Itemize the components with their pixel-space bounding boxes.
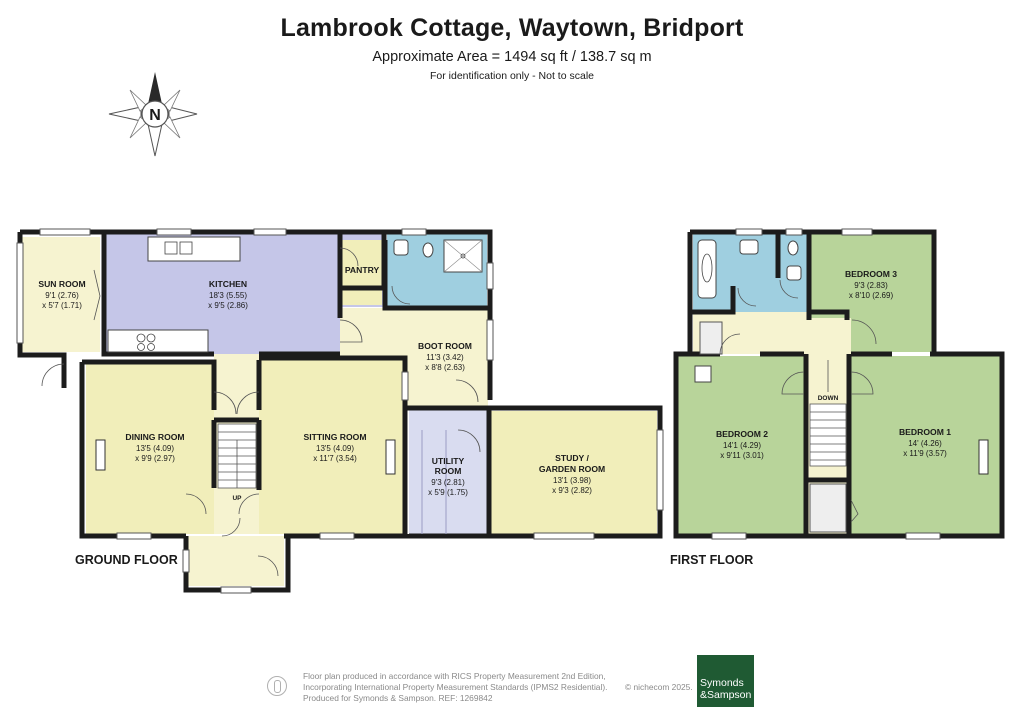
measurement-statement: Floor plan produced in accordance with R… (303, 671, 607, 704)
utility-room-dims: 9'3 (2.81) (431, 478, 465, 487)
sun-room-label: SUN ROOM (38, 279, 85, 289)
utility-room-dims-2: x 5'9 (1.75) (428, 488, 468, 497)
bedroom-2-label: BEDROOM 2 (716, 429, 768, 439)
ground-floor-label: GROUND FLOOR (75, 553, 178, 567)
boot-room-dims-2: x 8'8 (2.63) (425, 363, 465, 372)
bedroom-3-label: BEDROOM 3 (845, 269, 897, 279)
footer-line-3: Produced for Symonds & Sampson. REF: 126… (303, 693, 493, 703)
first-floor-plan: DOWN BEDROOM 3 9'3 (2.83) x 8'10 (2.69) … (670, 228, 1005, 567)
first-stairs-down-label: DOWN (818, 395, 839, 402)
ground-stairs-up-label: UP (232, 495, 242, 502)
first-floor-label: FIRST FLOOR (670, 553, 753, 567)
kitchen-counter (147, 236, 241, 262)
rics-icon (267, 676, 287, 696)
study-label: STUDY / (555, 453, 589, 463)
boot-room-label: BOOT ROOM (418, 341, 472, 351)
bedroom-1-label: BEDROOM 1 (899, 427, 951, 437)
sun-room-dims-2: x 5'7 (1.71) (42, 301, 82, 310)
kitchen-dims: 18'3 (5.55) (209, 291, 247, 300)
boot-room-dims: 11'3 (3.42) (426, 353, 464, 362)
dining-room-dims-2: x 9'9 (2.97) (135, 454, 175, 463)
utility-room-label: UTILITY (432, 456, 465, 466)
pantry-label: PANTRY (345, 265, 380, 275)
scale-note: For identification only - Not to scale (430, 70, 594, 82)
footer-line-2: Incorporating International Property Mea… (303, 682, 608, 692)
study-dims: 13'1 (3.98) (553, 476, 591, 485)
kitchen-dims-2: x 9'5 (2.86) (208, 301, 248, 310)
compass-icon: N (108, 72, 198, 157)
sitting-room-dims-2: x 11'7 (3.54) (313, 454, 357, 463)
bedroom-3-dims: 9'3 (2.83) (854, 281, 888, 290)
study-dims-2: x 9'3 (2.82) (552, 486, 592, 495)
logo-line-2: &Sampson (700, 689, 752, 701)
ground-floor-plan: UP SUN ROOM 9'1 (2.76) x 5'7 (1.71) KITC… (16, 228, 664, 594)
dining-room-label: DINING ROOM (125, 432, 184, 442)
bedroom-1-dims: 14' (4.26) (908, 439, 942, 448)
footer-line-1: Floor plan produced in accordance with R… (303, 671, 606, 681)
sitting-room-dims: 13'5 (4.09) (316, 444, 354, 453)
bedroom-2-dims: 14'1 (4.29) (723, 441, 761, 450)
copyright-text: © nichecom 2025. (625, 682, 693, 692)
study-label-2: GARDEN ROOM (539, 464, 605, 474)
sun-room-dims: 9'1 (2.76) (45, 291, 79, 300)
agency-logo: Symonds &Sampson (697, 655, 754, 707)
bedroom-1-dims-2: x 11'9 (3.57) (903, 449, 947, 458)
compass-north-label: N (149, 107, 161, 124)
dining-room-dims: 13'5 (4.09) (136, 444, 174, 453)
bedroom-3-dims-2: x 8'10 (2.69) (849, 291, 894, 300)
kitchen-label: KITCHEN (209, 279, 247, 289)
bedroom-2-dims-2: x 9'11 (3.01) (720, 451, 764, 460)
logo-line-1: Symonds (700, 677, 744, 689)
approximate-area: Approximate Area = 1494 sq ft / 138.7 sq… (372, 49, 652, 65)
sitting-room-label: SITTING ROOM (303, 432, 366, 442)
plan-title: Lambrook Cottage, Waytown, Bridport (280, 14, 744, 42)
utility-room-label-2: ROOM (435, 466, 462, 476)
